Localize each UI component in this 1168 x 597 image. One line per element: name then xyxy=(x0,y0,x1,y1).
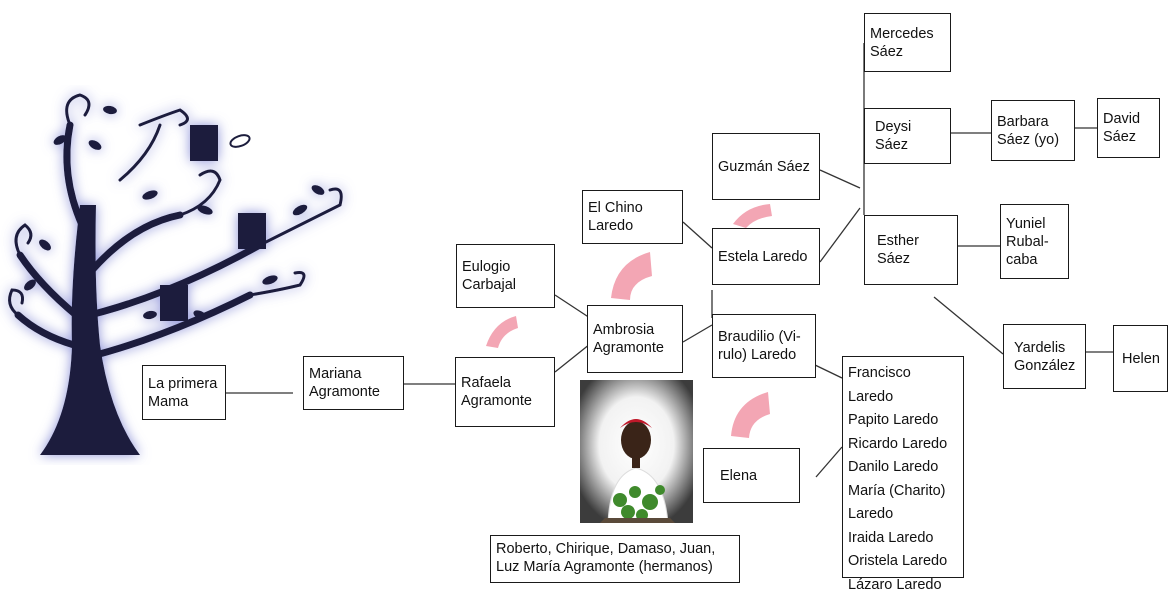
marriage-arc-icon xyxy=(611,252,652,300)
person-name: Mariana Agramonte xyxy=(309,365,380,401)
person-yardelis-gonzalez: Yardelis González xyxy=(1003,324,1086,389)
person-name: Elena xyxy=(720,467,757,485)
sibling-list-item: Laredo xyxy=(848,503,958,527)
person-name: Mercedes Sáez xyxy=(870,25,934,61)
person-name: Braudilio (Vi- rulo) Laredo xyxy=(718,328,801,364)
person-eulogio-carbajal: Eulogio Carbajal xyxy=(456,244,555,308)
person-elena: Elena xyxy=(703,448,800,503)
person-la-primera-mama: La primera Mama xyxy=(142,365,226,420)
person-name: Barbara Sáez (yo) xyxy=(997,113,1059,149)
person-mariana-agramonte: Mariana Agramonte xyxy=(303,356,404,410)
person-guzman-saez: Guzmán Sáez xyxy=(712,133,820,200)
person-name: Deysi Sáez xyxy=(875,118,945,154)
sibling-list-item: Lázaro Laredo xyxy=(848,574,958,597)
person-rafaela-agramonte: Rafaela Agramonte xyxy=(455,357,555,427)
person-name: La primera Mama xyxy=(148,375,217,411)
person-name: El Chino Laredo xyxy=(588,199,643,235)
person-ambrosia-agramonte: Ambrosia Agramonte xyxy=(587,305,683,373)
person-yuniel-rubalcaba: Yuniel Rubal- caba xyxy=(1000,204,1069,279)
person-el-chino-laredo: El Chino Laredo xyxy=(582,190,683,244)
person-name: Guzmán Sáez xyxy=(718,158,810,176)
person-name: Esther Sáez xyxy=(877,232,919,268)
marriage-arc-icon xyxy=(486,316,518,348)
sibling-list-item: Francisco Laredo xyxy=(848,362,958,409)
person-mercedes-saez: Mercedes Sáez xyxy=(864,13,951,72)
person-name: Yardelis González xyxy=(1014,339,1075,375)
person-name: Estela Laredo xyxy=(718,248,807,266)
marriage-arc-icon xyxy=(733,204,772,228)
sibling-list-item: Oristela Laredo xyxy=(848,550,958,574)
person-name: Helen xyxy=(1122,350,1160,368)
sibling-list-item: Iraida Laredo xyxy=(848,527,958,551)
person-name: David Sáez xyxy=(1103,110,1140,146)
sibling-list-item: María (Charito) xyxy=(848,480,958,504)
sibling-list-item: Danilo Laredo xyxy=(848,456,958,480)
person-name: Ambrosia Agramonte xyxy=(593,321,664,357)
person-helen: Helen xyxy=(1113,325,1168,392)
person-deysi-saez: Deysi Sáez xyxy=(864,108,951,164)
portrait-photo xyxy=(580,380,693,523)
sibling-list-item: Ricardo Laredo xyxy=(848,433,958,457)
hermanos-caption: Roberto, Chirique, Damaso, Juan, Luz Mar… xyxy=(490,535,740,583)
person-estela-laredo: Estela Laredo xyxy=(712,228,820,285)
person-barbara-saez: Barbara Sáez (yo) xyxy=(991,100,1075,161)
person-name: Eulogio Carbajal xyxy=(462,258,516,294)
person-name: Rafaela Agramonte xyxy=(461,374,532,410)
person-braudilio-laredo: Braudilio (Vi- rulo) Laredo xyxy=(712,314,816,378)
person-esther-saez: Esther Sáez xyxy=(864,215,958,285)
person-name: Yuniel Rubal- caba xyxy=(1006,215,1049,269)
person-david-saez: David Sáez xyxy=(1097,98,1160,158)
hermanos-caption-text: Roberto, Chirique, Damaso, Juan, Luz Mar… xyxy=(496,540,734,576)
sibling-list-item: Papito Laredo xyxy=(848,409,958,433)
marriage-arc-icon xyxy=(731,392,770,438)
